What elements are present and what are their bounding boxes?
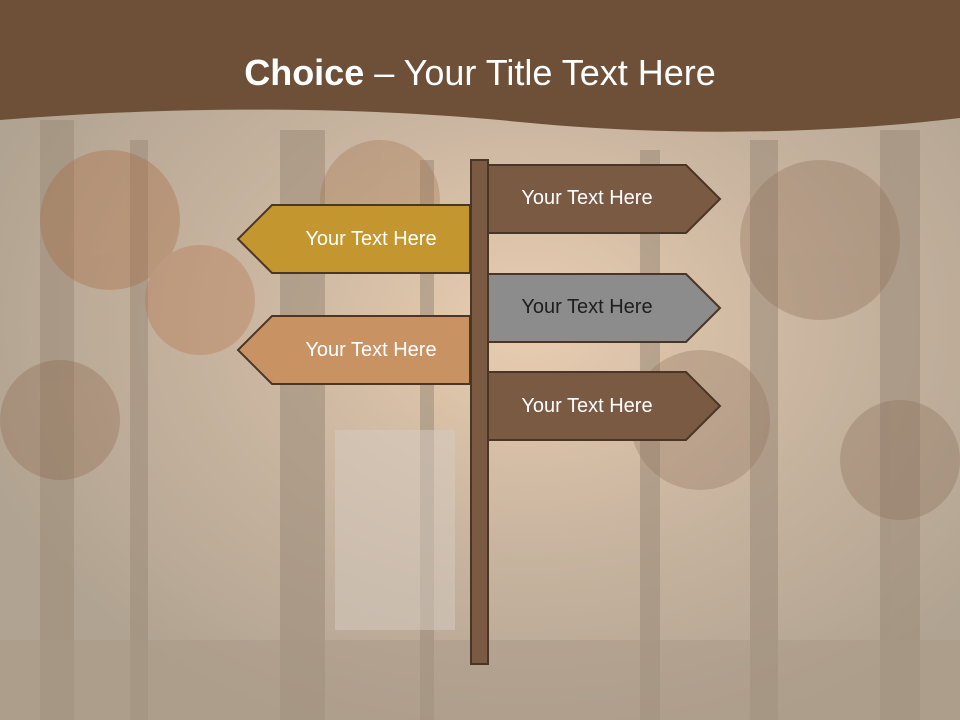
title-rest: – Your Title Text Here — [364, 52, 716, 93]
slide-title: Choice – Your Title Text Here — [0, 52, 960, 94]
sign-1-arrow[interactable] — [487, 164, 722, 234]
header-banner — [0, 0, 960, 132]
signpost-pole — [470, 159, 489, 665]
sign-5-label: Your Text Here — [521, 395, 653, 417]
title-bold: Choice — [244, 52, 365, 93]
sign-1-label: Your Text Here — [521, 187, 653, 209]
sign-5-arrow[interactable] — [487, 371, 722, 441]
sign-2-label: Your Text Here — [305, 228, 437, 250]
sign-2-arrow[interactable] — [236, 204, 471, 274]
sign-4-label: Your Text Here — [305, 339, 437, 361]
sign-3-label: Your Text Here — [521, 296, 653, 318]
sign-4-arrow[interactable] — [236, 315, 471, 385]
sign-3-arrow[interactable] — [487, 273, 722, 343]
